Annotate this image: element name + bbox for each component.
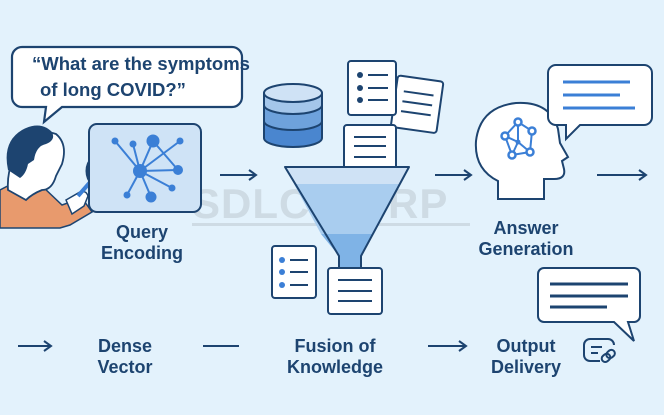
arrow-right-icon: [435, 169, 473, 181]
step-label-line1: Output: [496, 336, 556, 356]
step-label-line1: Query: [115, 222, 169, 242]
step-label-line1: Dense: [97, 336, 153, 356]
step-label-line1: Answer: [493, 218, 559, 238]
step-label-line2: Vector: [97, 357, 153, 377]
step-label-line1: Fusion of: [294, 336, 376, 356]
step-label-line2: Delivery: [490, 357, 562, 377]
step-label-answer-generation: Answer Generation: [470, 218, 582, 260]
step-label-fusion-of-knowledge: Fusion of Knowledge: [280, 336, 390, 378]
arrow-right-icon: [428, 340, 468, 352]
step-label-query-encoding: Query Encoding: [92, 222, 192, 264]
query-text-line2: of long COVID?”: [40, 79, 186, 100]
step-label-line2: Generation: [478, 239, 574, 259]
arrow-right-icon: [220, 169, 258, 181]
step-label-output-delivery: Output Delivery: [478, 336, 574, 378]
step-label-line2: Encoding: [101, 243, 183, 263]
query-text-line1: “What are the symptoms: [32, 53, 250, 74]
step-label-dense-vector: Dense Vector: [80, 336, 170, 378]
step-label-line2: Knowledge: [286, 357, 383, 377]
arrow-right-icon: [18, 340, 53, 352]
arrow-right-icon: [597, 169, 648, 181]
